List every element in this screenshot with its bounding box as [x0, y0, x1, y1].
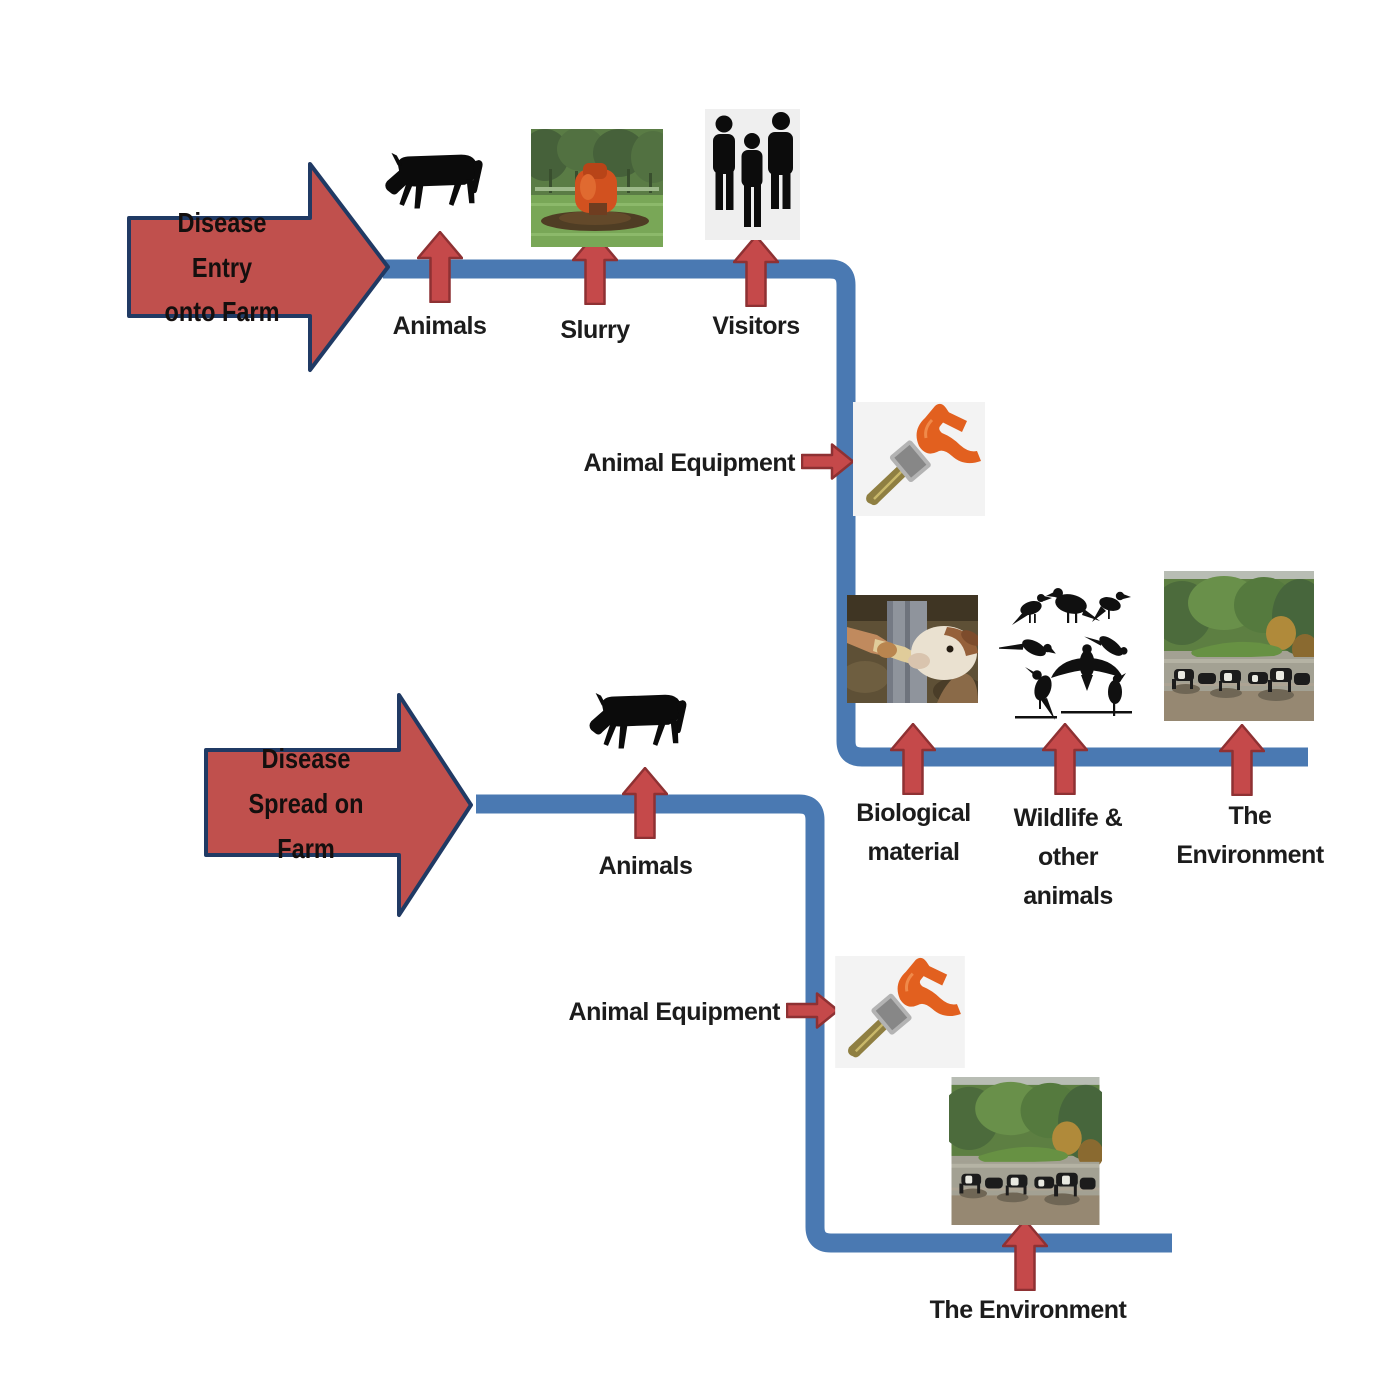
- up-arrow-icon: [733, 235, 779, 307]
- flow1-label-wildlife-other-animals: Wildlife & other animals: [1013, 804, 1123, 910]
- flow2-label-animals: Animals: [598, 852, 693, 880]
- flow1-title: Disease Entry onto Farm: [164, 206, 280, 328]
- flow2-label-animal-equipment: Animal Equipment: [568, 998, 781, 1026]
- flow2-banner-arrow: [204, 693, 473, 917]
- drench-gun-photo: [853, 402, 985, 516]
- drench-gun-photo: [831, 956, 969, 1068]
- flow1-label-animal-equipment: Animal Equipment: [583, 449, 796, 477]
- bird-silhouettes-icon: [999, 572, 1132, 723]
- calf-bottle-feeding-photo: [847, 595, 978, 703]
- flow2-title: Disease Spread on Farm: [248, 743, 364, 864]
- up-arrow-icon: [1219, 724, 1265, 796]
- flow1-label-the-environment: The Environment: [1176, 802, 1324, 869]
- up-arrow-icon: [417, 231, 463, 303]
- up-arrow-icon: [622, 767, 668, 839]
- right-arrow-icon: [801, 443, 854, 480]
- cattle-crossing-river-photo: [1164, 569, 1314, 723]
- cow-silhouette-icon: [584, 686, 690, 774]
- up-arrow-icon: [1042, 723, 1088, 795]
- up-arrow-icon: [1002, 1219, 1048, 1291]
- flow1-label-biological-material: Biological material: [856, 799, 971, 866]
- cattle-crossing-river-photo: [949, 1077, 1102, 1225]
- flow2-connector-line: [476, 794, 1172, 1253]
- slurry-spreader-photo: [531, 129, 663, 247]
- flow1-label-animals: Animals: [392, 312, 487, 340]
- flow1-label-visitors: Visitors: [712, 312, 800, 340]
- flow1-connector-line: [383, 259, 1308, 767]
- flow2-label-the-environment: The Environment: [929, 1296, 1127, 1324]
- cow-silhouette-icon: [380, 142, 486, 238]
- up-arrow-icon: [890, 723, 936, 795]
- flow1-label-slurry: Slurry: [560, 316, 630, 344]
- people-silhouettes-icon: [705, 109, 800, 240]
- flow1-banner-arrow: [127, 162, 390, 372]
